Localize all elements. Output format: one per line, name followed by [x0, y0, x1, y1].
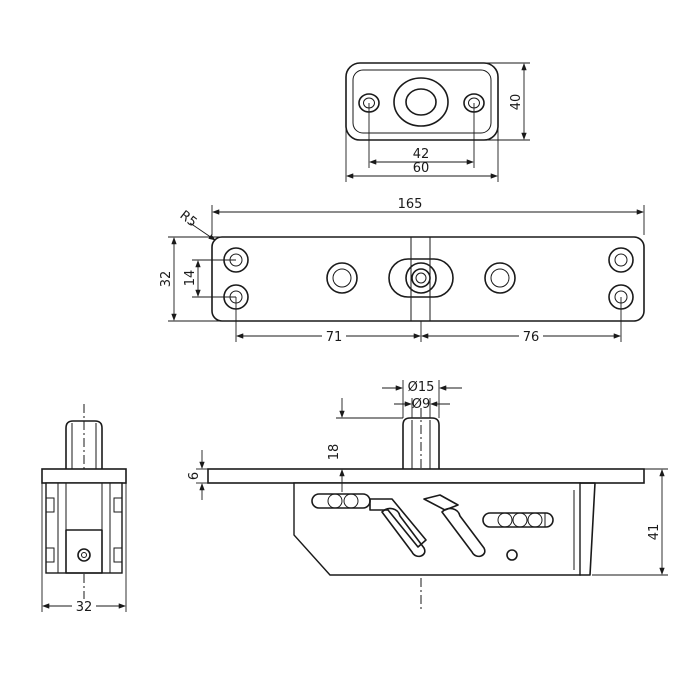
side-bracket [65, 529, 103, 574]
pivot-pin-outer [405, 262, 437, 294]
pivot-boss [388, 258, 454, 298]
plate-outline [211, 236, 645, 322]
front-view: Ø15 Ø9 18 6 41 [187, 380, 668, 612]
dim-label-40: 40 [509, 94, 524, 111]
dim-label-14: 14 [183, 270, 198, 287]
side-plate [41, 468, 127, 484]
mounting-plate [207, 468, 645, 484]
dim-label-dia15: Ø15 [408, 380, 435, 395]
arm-right [441, 507, 486, 558]
dim-label-18: 18 [327, 444, 342, 461]
side-body [45, 482, 123, 574]
plate-hole-right-top [608, 247, 634, 273]
pivot-pin-inner [411, 268, 431, 288]
mechanism-body [293, 482, 581, 576]
dim-label-76: 76 [523, 330, 540, 345]
dim-label-32-plate: 32 [159, 271, 174, 288]
bracket-center-hole [405, 88, 437, 116]
pivot-pin [402, 417, 440, 470]
dim-label-32-side: 32 [76, 600, 93, 615]
dim-label-41: 41 [647, 524, 662, 541]
dim-label-165: 165 [398, 197, 423, 212]
arm-joint [423, 494, 459, 511]
bracket-top-view: 42 60 40 [345, 62, 530, 182]
arm-left-upper [369, 498, 427, 548]
side-pin [65, 420, 103, 470]
dim-label-71: 71 [326, 330, 343, 345]
plate-hole-mid-left [326, 262, 358, 294]
plate-hole-mid-right [484, 262, 516, 294]
side-rivet [77, 548, 91, 562]
side-view: 32 [41, 404, 127, 615]
arm-left [381, 507, 426, 558]
dim-label-dia9: Ø9 [412, 397, 431, 412]
dim-label-6: 6 [187, 472, 202, 480]
bracket-center-boss [393, 77, 449, 127]
dim-label-42: 42 [413, 147, 430, 162]
plate-top-view: 165 R5 32 14 71 76 [159, 197, 645, 345]
body-rivet [506, 549, 518, 561]
dim-label-60: 60 [413, 161, 430, 176]
bracket-inner-outline [352, 69, 492, 134]
